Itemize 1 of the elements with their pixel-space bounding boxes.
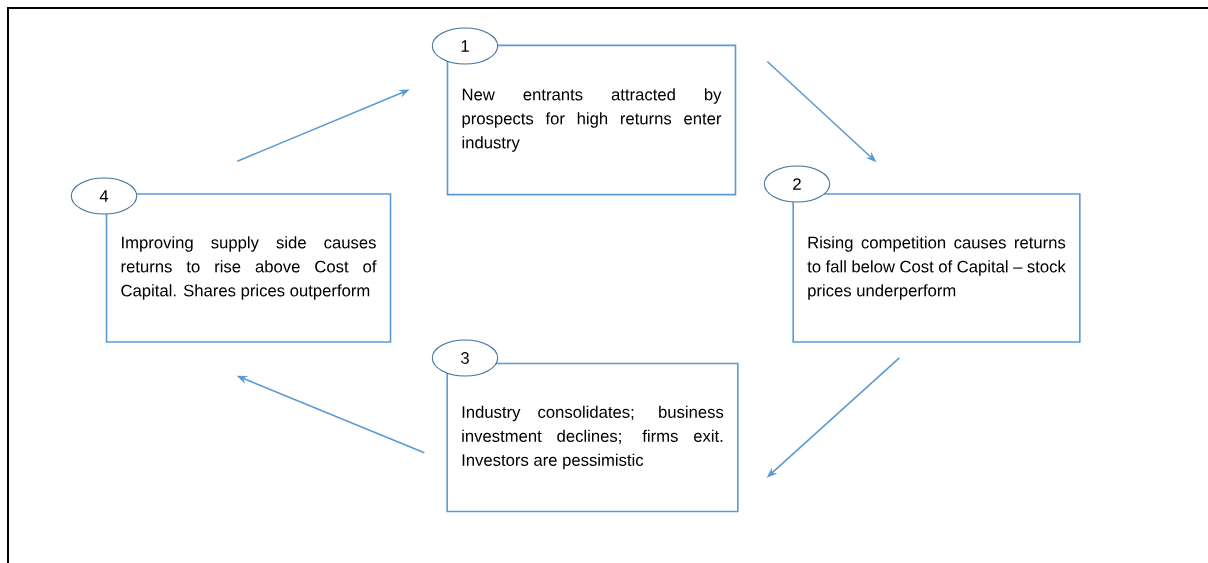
text-box: Rising competition causes returns to fall below Cost of Capital – stock prices underperform	[792, 193, 1081, 343]
